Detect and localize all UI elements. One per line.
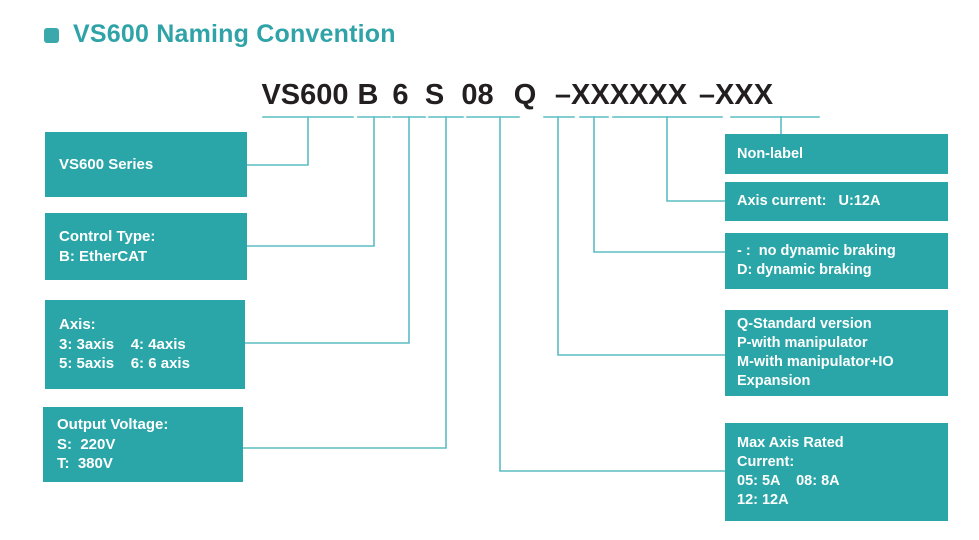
label-line: T: 380V — [57, 455, 113, 473]
code-segment-version: Q — [513, 79, 537, 111]
label-box-control-type: Control Type: B: EtherCAT — [45, 213, 247, 280]
label-line: Axis: — [59, 316, 96, 334]
label-line: 5: 5axis 6: 6 axis — [59, 355, 190, 373]
label-line: Non-label — [737, 145, 804, 162]
page-title-text: VS600 Naming Convention — [73, 20, 396, 48]
label-line: 12: 12A — [737, 491, 789, 508]
code-segment-series: VS600 — [261, 79, 349, 111]
label-line: Output Voltage: — [57, 416, 169, 434]
label-line: 3: 3axis 4: 4axis — [59, 335, 186, 353]
code-segment-rated-current: 08 — [461, 79, 494, 111]
label-line: B: EtherCAT — [59, 247, 148, 265]
label-box-axis: Axis: 3: 3axis 4: 4axis 5: 5axis 6: 6 ax… — [45, 300, 245, 389]
label-line: S: 220V — [57, 435, 116, 453]
code-segment-output-voltage: S — [424, 79, 445, 111]
code-segment-control-type: B — [357, 79, 379, 111]
label-box-output-voltage: Output Voltage: S: 220V T: 380V — [43, 407, 243, 482]
page-title: VS600 Naming Convention — [44, 20, 396, 49]
label-box-non-label: Non-label — [725, 134, 948, 174]
code-segment-non-label: –XXX — [698, 79, 774, 111]
square-bullet-icon — [44, 28, 59, 43]
label-line: M-with manipulator+IO — [737, 354, 894, 370]
code-segment-axis: 6 — [392, 79, 409, 111]
label-line: VS600 Series — [59, 155, 154, 173]
label-line: - : no dynamic braking — [737, 243, 896, 260]
label-line: Expansion — [737, 372, 811, 389]
label-box-series: VS600 Series — [45, 132, 247, 197]
model-code-string: VS600 B 6 S 08 Q –XXXXXX –XXX — [258, 79, 777, 113]
label-line: Max Axis Rated — [737, 435, 844, 452]
label-line: P-with manipulator — [737, 335, 868, 352]
label-line: Current: — [737, 454, 795, 471]
label-box-max-axis-rated-current: Max Axis Rated Current: 05: 5A 08: 8A 12… — [725, 423, 948, 521]
label-line: Control Type: — [59, 228, 156, 245]
label-line: D: dynamic braking — [737, 262, 872, 278]
label-box-axis-current: Axis current: U:12A — [725, 182, 948, 221]
label-line: 05: 5A 08: 8A — [737, 473, 840, 489]
label-box-version: Q-Standard version P-with manipulator M-… — [725, 310, 948, 396]
code-segment-braking-current: –XXXXXX — [554, 79, 688, 111]
label-line: Q-Standard version — [737, 316, 872, 333]
label-line: Axis current: U:12A — [737, 193, 881, 210]
label-box-dynamic-braking: - : no dynamic braking D: dynamic brakin… — [725, 233, 948, 289]
